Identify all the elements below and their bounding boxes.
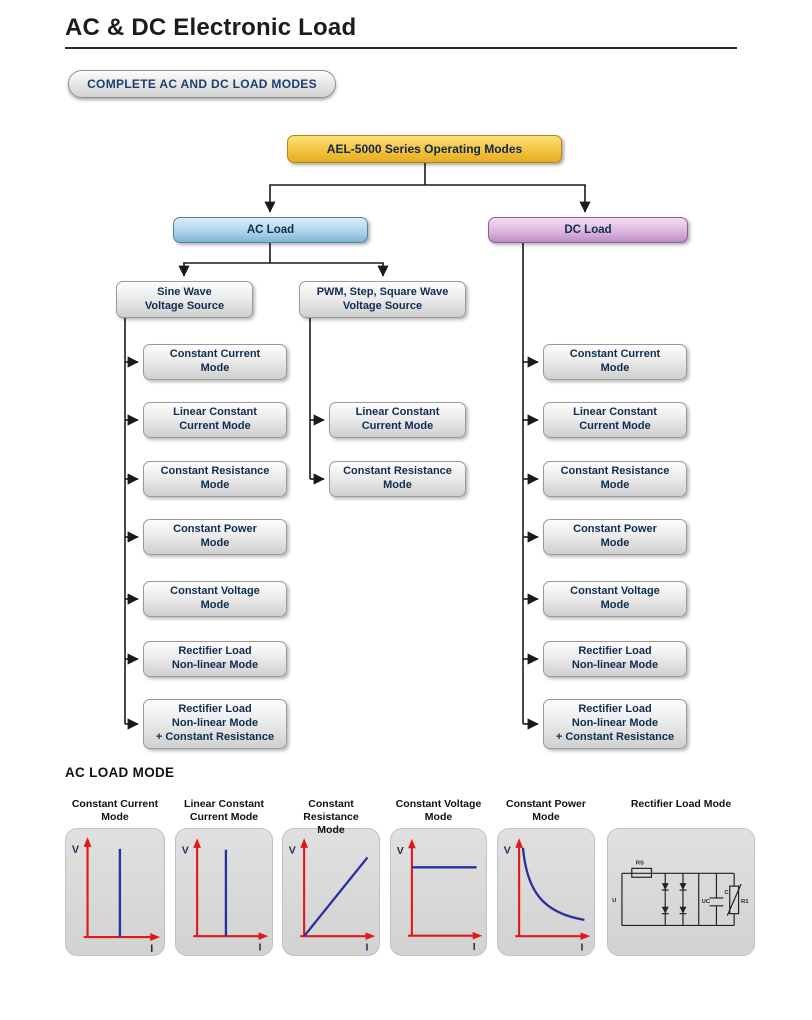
chart-constant-current-mode: Constant Current Mode V I bbox=[65, 798, 165, 956]
circuit-label-u: U bbox=[612, 898, 616, 904]
y-axis-label-v: V bbox=[504, 845, 511, 857]
vi-plot: V I bbox=[182, 838, 269, 954]
chart-panel: V I bbox=[282, 828, 380, 956]
x-axis-label-i: I bbox=[150, 943, 153, 955]
chart-rectifier-load-mode: Rectifier Load Mode bbox=[607, 798, 755, 956]
sine-mode-constant-voltage: Constant Voltage Mode bbox=[143, 581, 287, 617]
vi-plot: V I bbox=[72, 837, 161, 955]
dc-mode-constant-power: Constant Power Mode bbox=[543, 519, 687, 555]
circuit-label-c: C bbox=[724, 890, 729, 896]
x-axis-label-i: I bbox=[259, 942, 262, 954]
curve-line bbox=[303, 856, 369, 937]
pwm-mode-constant-resistance: Constant Resistance Mode bbox=[329, 461, 466, 497]
dc-mode-linear-constant-current: Linear Constant Current Mode bbox=[543, 402, 687, 438]
sine-mode-constant-power: Constant Power Mode bbox=[143, 519, 287, 555]
chart-title: Rectifier Load Mode bbox=[630, 798, 732, 810]
sine-mode-rectifier-load: Rectifier Load Non-linear Mode bbox=[143, 641, 287, 677]
chart-title: Constant Power Mode bbox=[506, 798, 586, 824]
chart-title: Constant Resistance Mode bbox=[303, 798, 359, 836]
sine-mode-rectifier-load-cr: Rectifier Load Non-linear Mode + Constan… bbox=[143, 699, 287, 749]
dc-mode-constant-resistance: Constant Resistance Mode bbox=[543, 461, 687, 497]
sine-mode-constant-current: Constant Current Mode bbox=[143, 344, 287, 380]
circuit-label-rs: RS bbox=[636, 860, 644, 866]
dc-mode-constant-voltage: Constant Voltage Mode bbox=[543, 581, 687, 617]
badge-complete-modes: COMPLETE AC AND DC LOAD MODES bbox=[68, 70, 336, 98]
vi-plot: V I bbox=[289, 838, 376, 954]
x-axis-label-i: I bbox=[473, 942, 476, 953]
axes bbox=[83, 837, 161, 941]
page-title: AC & DC Electronic Load bbox=[65, 14, 357, 41]
y-axis-label-v: V bbox=[72, 844, 80, 856]
dc-mode-constant-current: Constant Current Mode bbox=[543, 344, 687, 380]
chart-constant-voltage-mode: Constant Voltage Mode V I bbox=[390, 798, 487, 956]
sine-mode-linear-constant-current: Linear Constant Current Mode bbox=[143, 402, 287, 438]
circuit-label-r1: R1 bbox=[741, 899, 749, 905]
y-axis-label-v: V bbox=[289, 845, 296, 857]
y-axis-label-v: V bbox=[397, 846, 404, 857]
vi-plot: V I bbox=[397, 838, 483, 953]
chart-title: Constant Voltage Mode bbox=[395, 798, 482, 824]
chart-panel: U RS UC C R1 bbox=[607, 828, 755, 956]
x-axis-label-i: I bbox=[581, 942, 584, 954]
x-axis-label-i: I bbox=[366, 942, 369, 954]
section-title-ac-load-mode: AC LOAD MODE bbox=[65, 765, 175, 780]
curve-line bbox=[521, 847, 585, 921]
ac-load-node: AC Load bbox=[173, 217, 368, 243]
chart-title: Constant Current Mode bbox=[71, 798, 159, 824]
chart-linear-constant-current-mode: Linear Constant Current Mode V I bbox=[175, 798, 273, 956]
dc-mode-rectifier-load: Rectifier Load Non-linear Mode bbox=[543, 641, 687, 677]
pwm-mode-linear-constant-current: Linear Constant Current Mode bbox=[329, 402, 466, 438]
axes bbox=[193, 838, 269, 940]
y-axis-label-v: V bbox=[182, 845, 189, 857]
axes bbox=[515, 838, 591, 940]
chart-panel: V I bbox=[497, 828, 595, 956]
sine-wave-source-node: Sine Wave Voltage Source bbox=[116, 281, 253, 318]
pwm-step-square-source-node: PWM, Step, Square Wave Voltage Source bbox=[299, 281, 466, 318]
dc-load-node: DC Load bbox=[488, 217, 688, 243]
chart-constant-power-mode: Constant Power Mode V I bbox=[497, 798, 595, 956]
vi-plot: V I bbox=[504, 838, 591, 954]
root-node-operating-modes: AEL-5000 Series Operating Modes bbox=[287, 135, 562, 163]
axes bbox=[408, 838, 483, 940]
circuit-label-uc: UC bbox=[702, 899, 711, 905]
dc-mode-rectifier-load-cr: Rectifier Load Non-linear Mode + Constan… bbox=[543, 699, 687, 749]
chart-panel: V I bbox=[65, 828, 165, 956]
title-divider bbox=[65, 47, 737, 49]
chart-panel: V I bbox=[390, 828, 487, 956]
badge-label: COMPLETE AC AND DC LOAD MODES bbox=[87, 77, 317, 91]
chart-constant-resistance-mode: Constant Resistance Mode V I bbox=[282, 798, 380, 956]
rectifier-circuit-diagram: U RS UC C R1 bbox=[612, 860, 749, 927]
chart-title: Linear Constant Current Mode bbox=[184, 798, 264, 824]
chart-panel: V I bbox=[175, 828, 273, 956]
axes bbox=[300, 838, 376, 940]
sine-mode-constant-resistance: Constant Resistance Mode bbox=[143, 461, 287, 497]
